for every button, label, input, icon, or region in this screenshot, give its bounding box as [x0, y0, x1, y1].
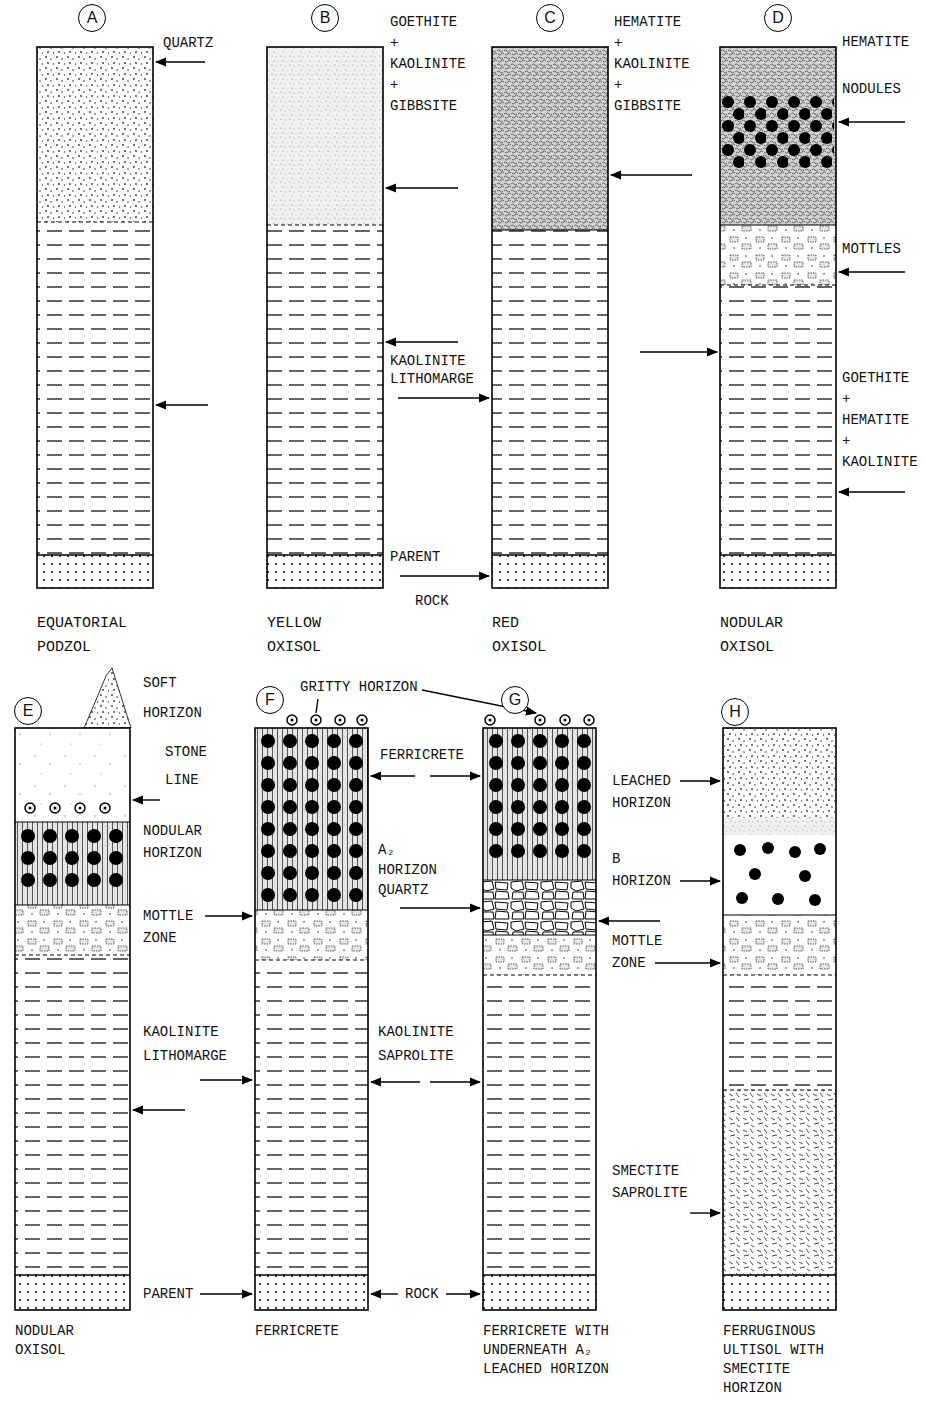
horizon-label: GRITTY HORIZON [300, 678, 418, 696]
mineral-label: HEMATITE + KAOLINITE + GIBBSITE [614, 12, 690, 117]
horizon-label: PARENT [143, 1285, 193, 1303]
profile-column [483, 715, 596, 1310]
horizon-label: MOTTLE ZONE [612, 930, 662, 974]
profile-letter-circle: C [536, 4, 564, 32]
profile-letter-circle: F [256, 686, 284, 714]
horizon-label: KAOLINITE LITHOMARGE [143, 1020, 227, 1068]
horizon-label: QUARTZ [163, 34, 213, 52]
profile-column [492, 47, 608, 588]
horizon-label: PARENT [390, 548, 440, 566]
profile-column [15, 668, 131, 1310]
horizon-label: STONE LINE [165, 738, 215, 794]
profile-letter-circle: A [78, 4, 106, 32]
horizon-label: B HORIZON [612, 848, 679, 892]
gritty-grains [287, 715, 367, 725]
profile-letter: H [729, 703, 741, 721]
profile-letter-circle: D [764, 4, 792, 32]
profile-letter: D [772, 9, 784, 27]
horizon-label: NODULAR HORIZON [143, 820, 219, 864]
profile-letter: F [265, 691, 275, 709]
profile-letter: C [544, 9, 556, 27]
stone-line [25, 803, 110, 813]
profile-caption: RED OXISOL [492, 612, 555, 660]
horizon-label: SMECTITE SAPROLITE [612, 1160, 688, 1204]
horizon-label: ROCK [405, 1285, 439, 1303]
profile-letter-circle: B [311, 4, 339, 32]
horizon-label: ROCK [415, 592, 449, 610]
profile-column [267, 47, 383, 588]
profile-column [723, 728, 836, 1310]
horizon-label: SOFT HORIZON [143, 668, 210, 728]
mineral-label: GOETHITE + KAOLINITE + GIBBSITE [390, 12, 466, 117]
nodules [734, 842, 826, 906]
horizon-label: KAOLINITE SAPROLITE [378, 1020, 462, 1068]
profile-caption: FERRICRETE WITH UNDERNEATH A₂ LEACHED HO… [483, 1322, 609, 1379]
profile-column [720, 47, 836, 588]
profile-letter-circle: H [721, 698, 749, 726]
profile-caption: FERRUGINOUS ULTISOL WITH SMECTITE HORIZO… [723, 1322, 832, 1398]
gritty-grains [485, 715, 594, 725]
horizon-label: MOTTLES [842, 240, 901, 258]
profile-caption: FERRICRETE [255, 1322, 339, 1341]
profile-letter: B [320, 9, 331, 27]
horizon-label: A₂ HORIZON QUARTZ [378, 840, 445, 900]
leader-arrows [133, 62, 905, 1294]
profile-letter-circle: E [14, 697, 42, 725]
horizon-label: LEACHED HORIZON [612, 770, 679, 814]
horizon-label: KAOLINITE LITHOMARGE [390, 352, 474, 388]
horizon-label: NODULES [842, 80, 901, 98]
profile-column [255, 715, 368, 1310]
profile-letter-circle: G [501, 686, 529, 714]
profile-column [37, 47, 153, 588]
profile-caption: YELLOW OXISOL [267, 612, 339, 660]
profile-caption: EQUATORIAL PODZOL [37, 612, 136, 660]
horizon-label: MOTTLE ZONE [143, 905, 193, 949]
profile-letter: G [509, 691, 521, 709]
profile-caption: NODULAR OXISOL [720, 612, 792, 660]
mineral-label: GOETHITE + HEMATITE + KAOLINITE [842, 368, 918, 473]
mineral-label: HEMATITE [842, 33, 909, 51]
profile-caption: NODULAR OXISOL [15, 1322, 82, 1360]
profile-letter: E [23, 702, 34, 720]
horizon-label: FERRICRETE [380, 746, 464, 764]
profile-letter: A [87, 9, 98, 27]
